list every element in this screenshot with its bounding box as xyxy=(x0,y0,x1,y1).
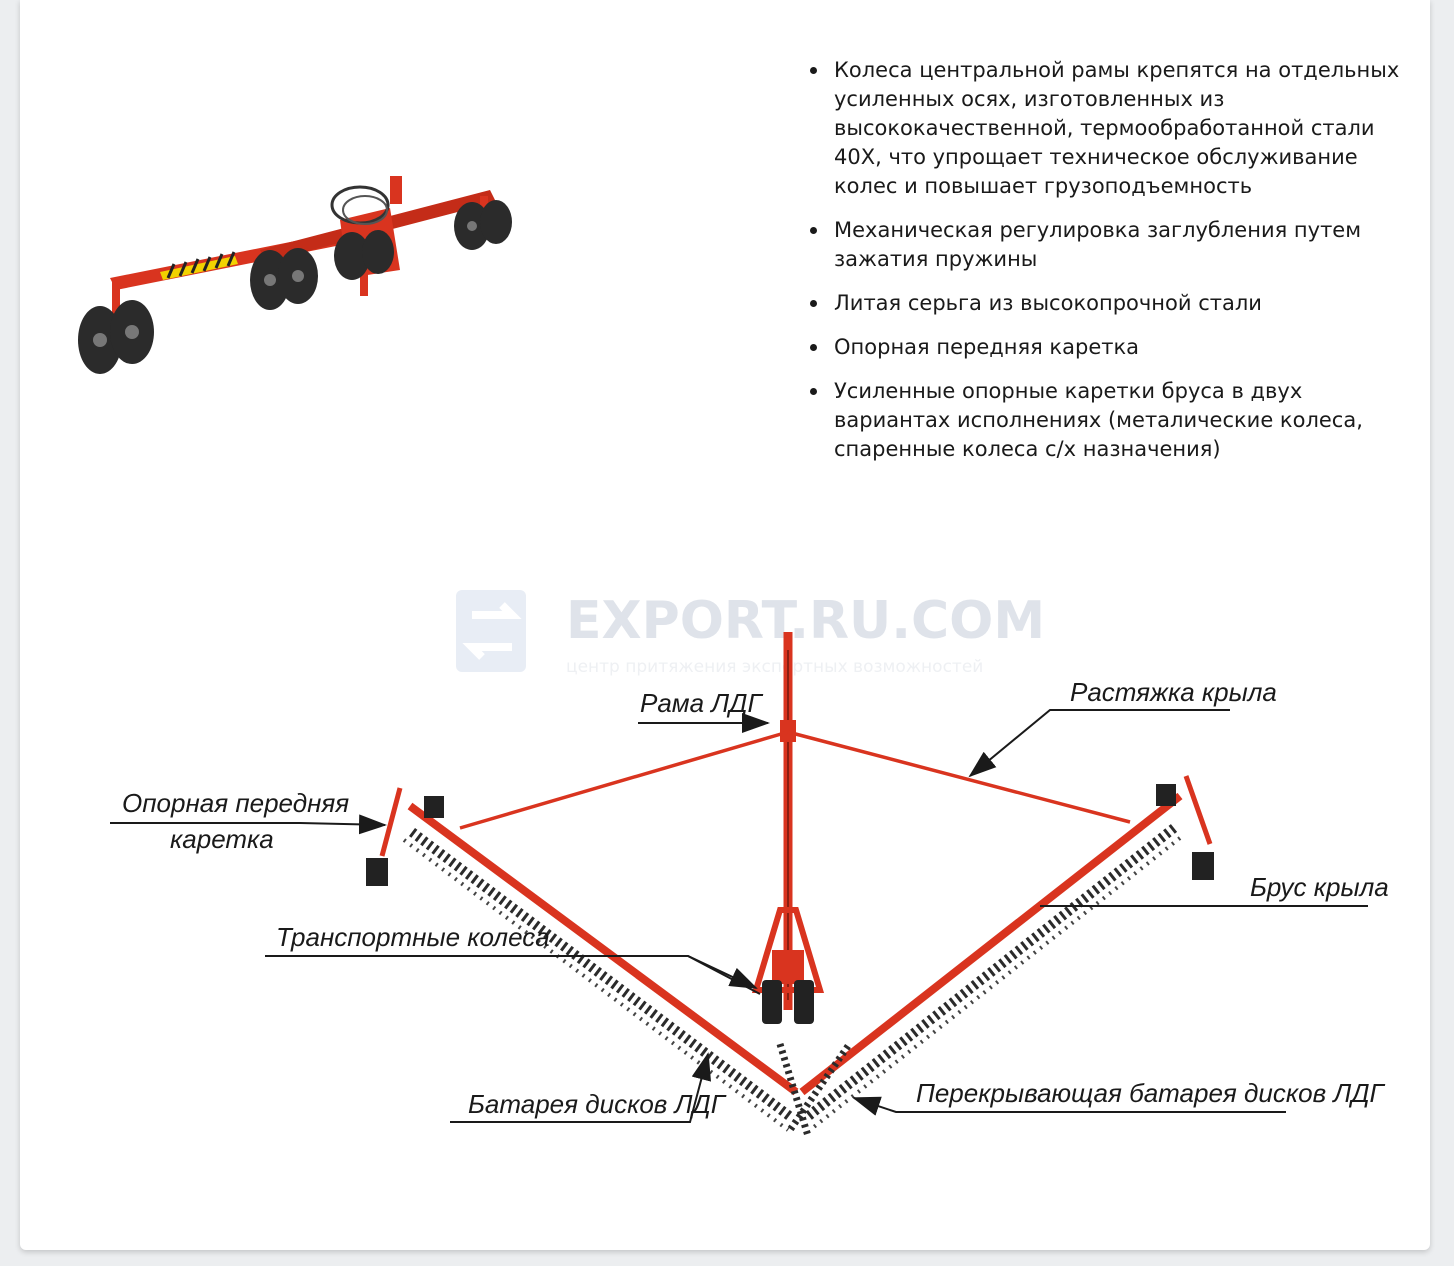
bullet-icon xyxy=(810,344,817,351)
watermark-subtitle: центр притяжения экспортных возможностей xyxy=(566,657,983,677)
label-transport-wheels: Транспортные колеса xyxy=(276,922,550,952)
label-disc-battery: Батарея дисков ЛДГ xyxy=(468,1089,727,1119)
left-wing xyxy=(366,787,799,1132)
harrow-frame-photo xyxy=(78,176,512,374)
wing-braces xyxy=(459,730,1131,830)
bullet-icon xyxy=(810,67,817,74)
right-wing xyxy=(799,775,1214,1132)
feature-item: Колеса центральной рамы крепятся на отде… xyxy=(808,56,1418,201)
label-front-carriage-line1: Опорная передняя xyxy=(122,788,349,818)
feature-item: Механическая регулировка заглубления пут… xyxy=(808,216,1418,274)
bullet-icon xyxy=(810,300,817,307)
label-front-carriage-line2: каретка xyxy=(170,824,274,854)
label-frame: Рама ЛДГ xyxy=(640,688,763,718)
bullet-icon xyxy=(810,227,817,234)
feature-item: Опорная передняя каретка xyxy=(808,333,1418,362)
label-wing-brace: Растяжка крыла xyxy=(1070,677,1277,707)
harrow-diagram: EXPORT.RU.COM центр притяжения экспортны… xyxy=(110,590,1389,1138)
watermark: EXPORT.RU.COM центр притяжения экспортны… xyxy=(456,590,1045,677)
content-card: Колеса центральной рамы крепятся на отде… xyxy=(20,0,1430,1250)
feature-item: Литая серьга из высокопрочной стали xyxy=(808,289,1418,318)
bullet-icon xyxy=(810,388,817,395)
central-frame xyxy=(751,632,825,1024)
feature-list: Колеса центральной рамы крепятся на отде… xyxy=(808,56,1418,479)
watermark-title: EXPORT.RU.COM xyxy=(566,591,1045,651)
feature-item: Усиленные опорные каретки бруса в двух в… xyxy=(808,377,1418,464)
label-overlap-battery: Перекрывающая батарея дисков ЛДГ xyxy=(916,1078,1386,1108)
label-wing-beam: Брус крыла xyxy=(1250,872,1389,902)
